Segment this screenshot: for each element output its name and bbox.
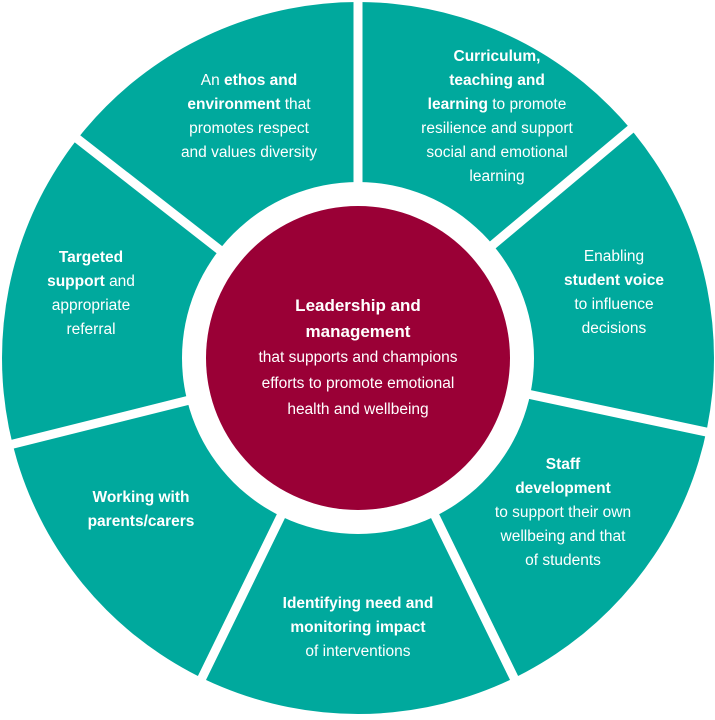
- segment-label-staff-development: Staff development to support their own well…: [495, 453, 631, 573]
- segment-label-student-voice-line: Enabling: [564, 245, 664, 269]
- segment-label-student-voice: Enabling student voice to influence decisio…: [564, 245, 664, 341]
- segment-label-student-voice-line: to influence: [564, 293, 664, 317]
- segment-label-working-with-parents: Working with parents/carers: [88, 486, 195, 534]
- regular-text: wellbeing and that: [500, 528, 626, 545]
- segment-label-curriculum-line: Curriculum,: [421, 45, 573, 69]
- segment-label-identifying-need-line: of interventions: [283, 640, 434, 664]
- segment-separator: [429, 510, 521, 686]
- center-label-line: Leadership and: [258, 293, 457, 319]
- bold-text: learning: [427, 96, 488, 113]
- segment-label-student-voice-line: student voice: [564, 269, 664, 293]
- segment-label-identifying-need-line: monitoring impact: [283, 616, 434, 640]
- regular-text: and: [104, 273, 135, 290]
- regular-text: to promote: [487, 96, 567, 113]
- regular-text: and values diversity: [180, 144, 318, 161]
- regular-text: decisions: [581, 320, 647, 337]
- segment-separator: [486, 121, 639, 251]
- segment-label-curriculum-line: learning: [421, 165, 573, 189]
- center-label-line: that supports and champions: [258, 345, 457, 371]
- regular-text: promotes respect: [189, 120, 309, 137]
- bold-text: Staff: [545, 456, 581, 473]
- center-label: Leadership and management that supports an…: [258, 293, 457, 423]
- bold-text: monitoring impact: [290, 619, 426, 636]
- bold-text: environment: [187, 96, 281, 113]
- bold-text: Working with: [92, 489, 190, 506]
- segment-label-ethos-line: and values diversity: [181, 141, 317, 165]
- regular-text: that supports and champions: [258, 349, 458, 366]
- regular-text: to support their own: [494, 504, 632, 521]
- segment-label-ethos-line: environment that: [181, 93, 317, 117]
- segment-separator: [69, 131, 226, 256]
- segment-label-targeted-support-line: Targeted: [47, 246, 135, 270]
- segment-label-ethos-line: An ethos and: [181, 69, 317, 93]
- bold-text: Leadership and: [295, 296, 421, 315]
- segment-label-curriculum-line: learning to promote: [421, 93, 573, 117]
- center-label-line: health and wellbeing: [258, 397, 457, 423]
- segment-label-targeted-support-line: referral: [47, 318, 135, 342]
- segment-label-staff-development-line: Staff: [495, 453, 631, 477]
- regular-text: referral: [66, 321, 116, 338]
- segment-label-working-with-parents-line: Working with: [88, 486, 195, 510]
- regular-text: appropriate: [51, 297, 131, 314]
- bold-text: ethos and: [224, 72, 298, 89]
- segment-label-identifying-need-line: Identifying need and: [283, 592, 434, 616]
- segment-label-curriculum: Curriculum, teaching and learning to promo…: [421, 45, 573, 189]
- regular-text: efforts to promote emotional: [261, 375, 455, 392]
- segment-label-staff-development-line: wellbeing and that: [495, 525, 631, 549]
- center-circle: [206, 206, 510, 510]
- segment-label-staff-development-line: of students: [495, 549, 631, 573]
- regular-text: learning: [469, 168, 525, 185]
- segment-label-staff-development-line: development: [495, 477, 631, 501]
- center-label-line: efforts to promote emotional: [258, 371, 457, 397]
- bold-text: Curriculum,: [453, 48, 541, 65]
- regular-text: An: [200, 72, 225, 89]
- bold-text: parents/carers: [87, 513, 195, 530]
- segment-label-curriculum-line: resilience and support: [421, 117, 573, 141]
- bold-text: student voice: [564, 272, 664, 289]
- segment-label-curriculum-line: teaching and: [421, 69, 573, 93]
- regular-text: that: [280, 96, 311, 113]
- segment-separator: [5, 395, 193, 450]
- bold-text: support: [47, 273, 105, 290]
- segment-label-working-with-parents-line: parents/carers: [88, 510, 195, 534]
- segment-label-identifying-need: Identifying need and monitoring impact of …: [283, 592, 434, 664]
- center-label-line: management: [258, 319, 457, 345]
- regular-text: of students: [525, 552, 601, 569]
- bold-text: Identifying need and: [282, 595, 434, 612]
- regular-text: health and wellbeing: [287, 401, 429, 418]
- segment-label-curriculum-line: social and emotional: [421, 141, 573, 165]
- segment-label-ethos-line: promotes respect: [181, 117, 317, 141]
- regular-text: social and emotional: [426, 144, 568, 161]
- segment-label-student-voice-line: decisions: [564, 317, 664, 341]
- regular-text: to influence: [574, 296, 654, 313]
- regular-text: of interventions: [305, 643, 411, 660]
- segment-label-targeted-support-line: support and: [47, 270, 135, 294]
- regular-text: Enabling: [583, 248, 645, 265]
- bold-text: Targeted: [58, 249, 124, 266]
- segment-label-staff-development-line: to support their own: [495, 501, 631, 525]
- segment-label-targeted-support-line: appropriate: [47, 294, 135, 318]
- segment-separator: [195, 510, 287, 686]
- bold-text: teaching and: [449, 72, 545, 89]
- segment-label-targeted-support: Targeted support and appropriate referral: [47, 246, 135, 342]
- segment-separator: [525, 389, 714, 438]
- regular-text: resilience and support: [421, 120, 573, 137]
- bold-text: development: [515, 480, 611, 497]
- bold-text: management: [305, 322, 411, 341]
